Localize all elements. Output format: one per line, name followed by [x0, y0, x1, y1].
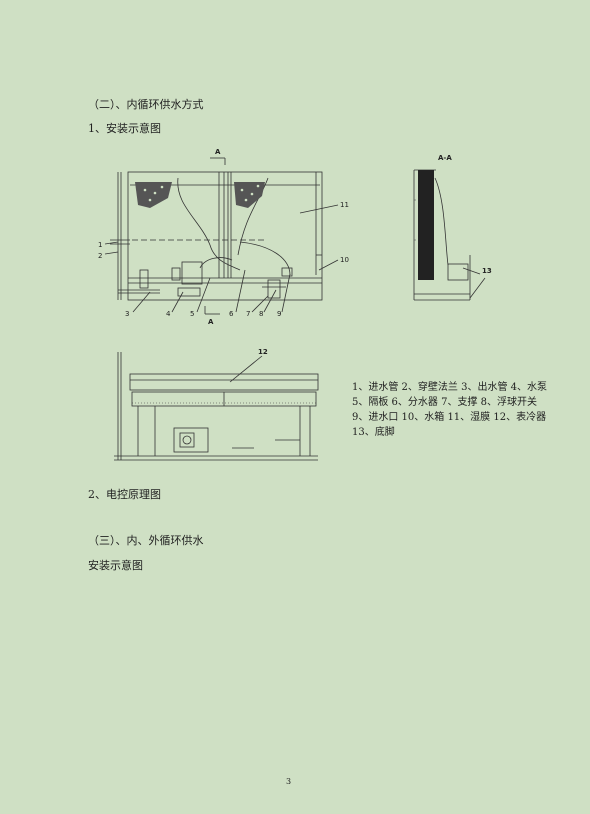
page-number: 3	[286, 777, 292, 786]
label-10: 10	[340, 256, 349, 264]
legend-line: 5、隔板 6、分水器 7、支撑 8、浮球开关	[352, 397, 537, 408]
label-8: 8	[259, 310, 263, 318]
label-13: 13	[482, 267, 492, 275]
install-diagram-heading: 1、安装示意图	[88, 122, 161, 135]
legend-line: 13、底脚	[352, 427, 395, 438]
legend-line: 9、进水口 10、水箱 11、湿膜 12、表冷器	[352, 412, 547, 423]
label-6: 6	[229, 310, 234, 318]
section-heading-internal: （二）、内循环供水方式	[88, 98, 204, 111]
section-view-title: A-A	[438, 154, 452, 162]
label-12: 12	[258, 348, 268, 356]
label-3: 3	[125, 310, 129, 318]
label-7: 7	[246, 310, 250, 318]
label-5: 5	[190, 310, 194, 318]
install-diagram-heading-combined: 安装示意图	[88, 559, 143, 572]
legend-line: 1、进水管 2、穿壁法兰 3、出水管 4、水泵	[352, 382, 547, 393]
section-heading-combined: （三）、内、外循环供水	[88, 534, 204, 547]
label-2: 2	[98, 252, 102, 260]
label-9: 9	[277, 310, 281, 318]
section-mark-top: A	[215, 148, 221, 156]
label-11: 11	[340, 201, 349, 209]
label-1: 1	[98, 241, 102, 249]
section-mark-bottom: A	[208, 318, 214, 326]
label-4: 4	[166, 310, 171, 318]
electric-diagram-heading: 2、电控原理图	[88, 488, 161, 501]
